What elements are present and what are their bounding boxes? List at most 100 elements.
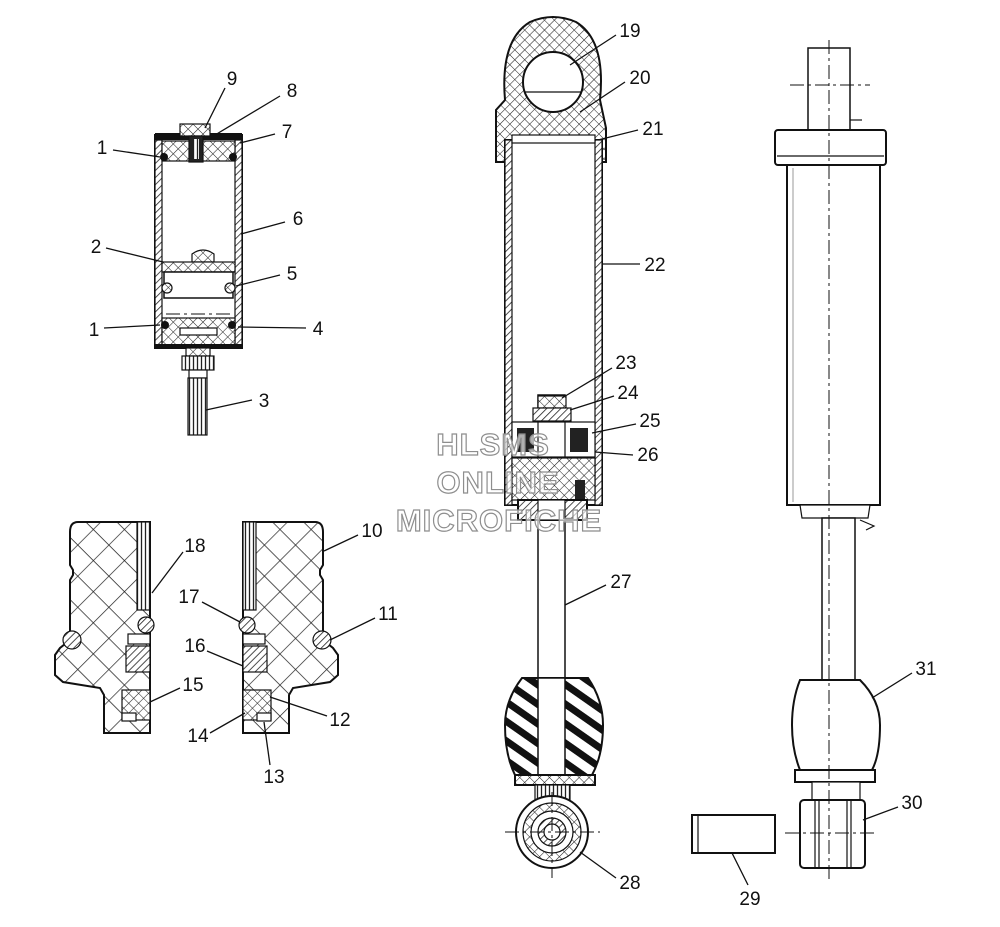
hose-fitting-base	[185, 347, 211, 357]
assembly-rod	[821, 517, 856, 684]
o-ring-inner-right	[238, 616, 256, 634]
leader-1-top	[112, 149, 161, 158]
bushing-left	[125, 645, 151, 673]
callout-31: 31	[915, 659, 936, 680]
leader-21	[597, 129, 639, 141]
leader-27	[564, 584, 607, 606]
gap-left	[127, 633, 151, 645]
leader-16	[206, 650, 244, 667]
seal-head-right-half	[242, 521, 339, 734]
rod-nut	[537, 395, 567, 409]
rod-exit	[537, 499, 566, 521]
bushing-right	[242, 645, 268, 673]
leader-25	[591, 423, 637, 434]
callout-4: 4	[313, 319, 324, 340]
leader-17	[201, 601, 241, 623]
bumper-cup	[514, 774, 596, 786]
valve-washers	[532, 407, 572, 422]
piston-band-left	[517, 428, 534, 452]
callout-8: 8	[287, 81, 298, 102]
leader-2	[105, 247, 164, 263]
callout-20: 20	[629, 68, 650, 89]
callout-18: 18	[184, 536, 205, 557]
assembly-rod-end	[811, 781, 861, 801]
o-ring-bottom-right	[228, 321, 236, 329]
leader-12	[269, 696, 328, 717]
callout-25: 25	[639, 411, 660, 432]
leader-24	[569, 395, 615, 411]
callout-12: 12	[329, 710, 350, 731]
leader-31	[871, 672, 913, 699]
leader-23	[561, 367, 613, 399]
piston-seal	[161, 261, 236, 273]
leader-13	[263, 721, 271, 766]
outer-o-ring-right	[312, 630, 332, 650]
o-ring-inner-left	[137, 616, 155, 634]
assembly-body	[786, 164, 881, 506]
piston-o-ring-left	[161, 282, 173, 294]
callout-27: 27	[610, 572, 631, 593]
hose-fitting-neck	[188, 369, 208, 379]
leader-29	[731, 852, 749, 886]
top-eyelet-bore	[522, 51, 584, 113]
callout-10: 10	[361, 521, 382, 542]
seal-head-bolt	[575, 480, 585, 500]
leader-10	[323, 534, 359, 552]
reservoir-wall-left	[154, 139, 163, 349]
reservoir-assembly	[154, 123, 243, 436]
callout-2: 2	[91, 237, 102, 258]
assembly-cap	[774, 129, 887, 166]
leader-6	[240, 221, 286, 235]
leader-7	[239, 133, 276, 144]
assembled-shock	[691, 40, 887, 880]
outer-o-ring-left	[62, 630, 82, 650]
reservoir-callouts: 9 8 7 1 6 2 5 1 4 3	[89, 69, 324, 412]
cylinder-wall-right	[594, 139, 603, 506]
assembly-body-taper	[799, 504, 871, 519]
leader-3	[205, 399, 253, 411]
rod-through-bumper	[537, 677, 566, 776]
assembly-callouts: 31 30 29	[739, 659, 936, 910]
callout-22: 22	[644, 255, 665, 276]
assembly-cup	[794, 769, 876, 783]
piston-band-right	[570, 428, 588, 452]
leader-lines	[103, 34, 913, 886]
leader-4	[237, 326, 307, 329]
watermark-line-3: MICROFICHE	[396, 503, 602, 538]
detail-callouts: 18 10 17 11 16 15 12 14 13	[178, 521, 397, 788]
mounting-bushing	[691, 814, 776, 854]
leader-26	[594, 451, 634, 456]
seal-head-detail	[54, 521, 339, 734]
watermark-line-2: ONLINE	[436, 465, 559, 500]
shock-callouts: 19 20 21 22 23 24 25 26 27 28	[610, 21, 665, 894]
callout-19: 19	[619, 21, 640, 42]
callout-3: 3	[259, 391, 270, 412]
assembly-eyelet	[799, 799, 866, 869]
valve-core	[193, 139, 199, 159]
callout-26: 26	[637, 445, 658, 466]
piston-boss	[191, 249, 215, 263]
reservoir-hose	[187, 377, 208, 436]
callout-29: 29	[739, 889, 760, 910]
reservoir-wall-right	[234, 139, 243, 349]
callout-9: 9	[227, 69, 238, 90]
reservoir-bottom-edge	[155, 344, 242, 348]
leader-18	[151, 551, 184, 594]
o-ring-top-right	[229, 153, 237, 161]
callout-21: 21	[642, 119, 663, 140]
liner-right	[242, 521, 257, 611]
callout-30: 30	[901, 793, 922, 814]
seal-head-left-half	[54, 521, 151, 734]
o-ring-bottom-left	[161, 321, 169, 329]
callout-14: 14	[187, 726, 209, 747]
callout-1-bottom: 1	[89, 320, 100, 341]
callout-6: 6	[293, 209, 304, 230]
leader-30	[862, 806, 899, 821]
o-ring-top-left	[160, 153, 168, 161]
cylinder-wall-left	[504, 139, 513, 506]
floating-piston	[163, 271, 234, 299]
piston-core	[537, 421, 566, 458]
leader-28	[579, 851, 617, 879]
callout-1-top: 1	[97, 138, 108, 159]
